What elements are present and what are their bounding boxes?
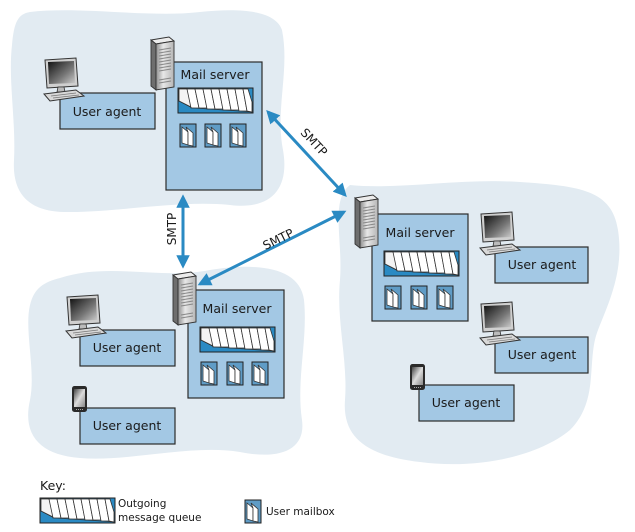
user-mailbox-icon [410, 285, 428, 310]
user-mailbox-icon [226, 361, 244, 386]
user-agent-label: User agent [432, 395, 501, 410]
server-tower-icon [150, 36, 175, 91]
outgoing-message-queue-icon [383, 250, 460, 277]
user-agent-box[interactable] [59, 92, 156, 130]
outgoing-message-queue-icon [199, 326, 276, 353]
network-bottom-left: User agent User agent Mail server [65, 271, 285, 445]
user-agent-label: User agent [73, 104, 142, 119]
mail-server-label: Mail server [181, 67, 251, 82]
user-mailbox-icon [200, 361, 218, 386]
user-mailbox-icon [436, 285, 454, 310]
outgoing-message-queue-icon [177, 87, 254, 114]
user-agent-label: User agent [93, 340, 162, 355]
user-agent-label: User agent [508, 347, 577, 362]
mail-server-label: Mail server [203, 301, 273, 316]
smartphone-icon [409, 363, 426, 391]
legend-title: Key: [40, 478, 66, 493]
legend-queue-label-line2: message queue [118, 512, 201, 524]
user-mailbox-icon [179, 123, 197, 148]
smtp-label: SMTP [261, 226, 296, 253]
legend-queue-label-line1: Outgoing [118, 498, 166, 510]
server-tower-icon [172, 271, 197, 326]
user-agent[interactable]: User agent [65, 294, 176, 367]
user-agent-box[interactable] [79, 407, 176, 445]
user-agent[interactable]: User agent [409, 363, 515, 422]
smartphone-icon [71, 385, 88, 413]
network-top-left: User agent Mail server [43, 36, 263, 191]
legend-mailbox-label: User mailbox [266, 506, 335, 518]
smtp-label: SMTP [165, 213, 179, 246]
user-agent-label: User agent [508, 257, 577, 272]
user-agent-box[interactable] [79, 329, 176, 367]
user-mailbox-icon [251, 361, 269, 386]
user-mailbox-icon [244, 499, 262, 524]
user-agent-label: User agent [93, 418, 162, 433]
mail-server[interactable]: Mail server [172, 271, 285, 399]
smtp-label: SMTP [298, 126, 330, 159]
mail-server-label: Mail server [386, 225, 456, 240]
user-agent[interactable]: User agent [43, 57, 156, 130]
user-mailbox-icon [384, 285, 402, 310]
smtp-link-top-to-bottom: SMTP [165, 194, 190, 269]
outgoing-message-queue-icon [39, 497, 116, 524]
user-agent-box[interactable] [418, 384, 515, 422]
legend: Key: Outgoing message queue User mailbox [39, 478, 335, 524]
user-agent-box[interactable] [494, 336, 589, 374]
user-agent[interactable]: User agent [71, 385, 176, 445]
mail-server[interactable]: Mail server [150, 36, 263, 191]
server-tower-icon [354, 194, 379, 249]
user-agent[interactable]: User agent [479, 301, 589, 374]
mail-server[interactable]: Mail server [354, 194, 469, 322]
user-agent-box[interactable] [494, 246, 589, 284]
user-agent[interactable]: User agent [479, 211, 589, 284]
network-right: Mail server User agent User agent User a… [354, 194, 589, 422]
user-mailbox-icon [229, 123, 247, 148]
user-mailbox-icon [204, 123, 222, 148]
